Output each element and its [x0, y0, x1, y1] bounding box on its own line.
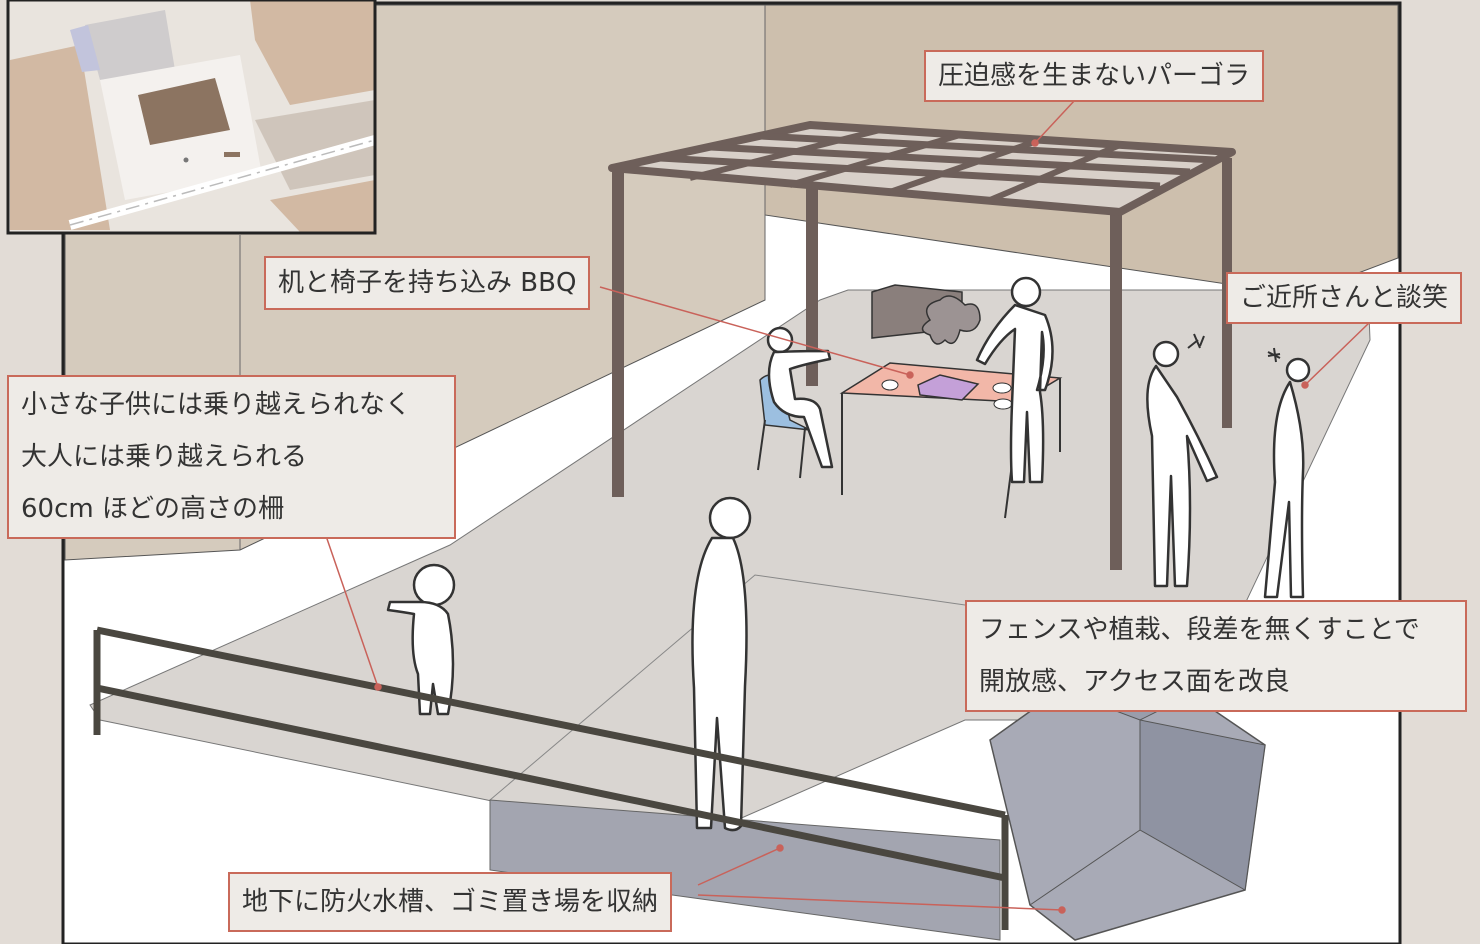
callout-open-line-2: 開放感、アクセス面を改良: [979, 667, 1290, 697]
pergola-rafter: [789, 132, 961, 188]
pergola-rafter: [889, 137, 1041, 195]
person-neighbor-right: [1263, 347, 1311, 599]
callout-neighbors: ご近所さんと談笑: [1226, 272, 1463, 324]
callout-bbq: 机と椅子を持ち込み BBQ: [264, 256, 591, 310]
plate: [881, 379, 899, 391]
pergola-post: [806, 128, 818, 386]
chair-leg: [799, 427, 806, 479]
leader-lines: [324, 99, 1371, 914]
site-map-inset: [6, 0, 377, 235]
bbq-smoke: [921, 295, 981, 345]
chair-leg: [757, 419, 766, 471]
callout-fence: 小さな子供には乗り越えられなく 大人には乗り越えられる 60cm ほどの高さの柵: [7, 375, 456, 539]
callout-neighbors-text: ご近所さんと談笑: [1240, 283, 1449, 313]
callout-fence-line-3: 60cm ほどの高さの柵: [21, 494, 284, 524]
storage-enclosure-edge: [1029, 720, 1141, 906]
plate: [992, 382, 1012, 394]
plate: [993, 398, 1013, 410]
pergola-rafter: [988, 142, 1122, 203]
callout-bbq-text: 机と椅子を持ち込み BBQ: [278, 268, 577, 298]
underground-storage-front: [489, 799, 1001, 941]
table-grill: [917, 374, 980, 401]
callout-fence-line-2: 大人には乗り越えられる: [21, 442, 308, 472]
callout-fence-line-1: 小さな子供には乗り越えられなく: [21, 390, 412, 420]
pergola-post: [612, 170, 624, 497]
person-neighbor-left: [1146, 333, 1219, 588]
callout-open-access: フェンスや植栽、段差を無くすことで 開放感、アクセス面を改良: [965, 600, 1467, 712]
callout-underground: 地下に防火水槽、ゴミ置き場を収納: [228, 872, 673, 932]
callout-underground-text: 地下に防火水槽、ゴミ置き場を収納: [242, 887, 659, 917]
person-child: [386, 563, 456, 716]
pergola-rafter: [689, 127, 881, 181]
callout-pergola-text: 圧迫感を生まないパーゴラ: [938, 61, 1251, 91]
pergola-post: [1110, 208, 1122, 570]
callout-open-line-1: フェンスや植栽、段差を無くすことで: [979, 615, 1420, 645]
callout-pergola: 圧迫感を生まないパーゴラ: [924, 50, 1265, 102]
low-fence: [93, 626, 1009, 930]
person-standing-cook: [975, 276, 1054, 484]
